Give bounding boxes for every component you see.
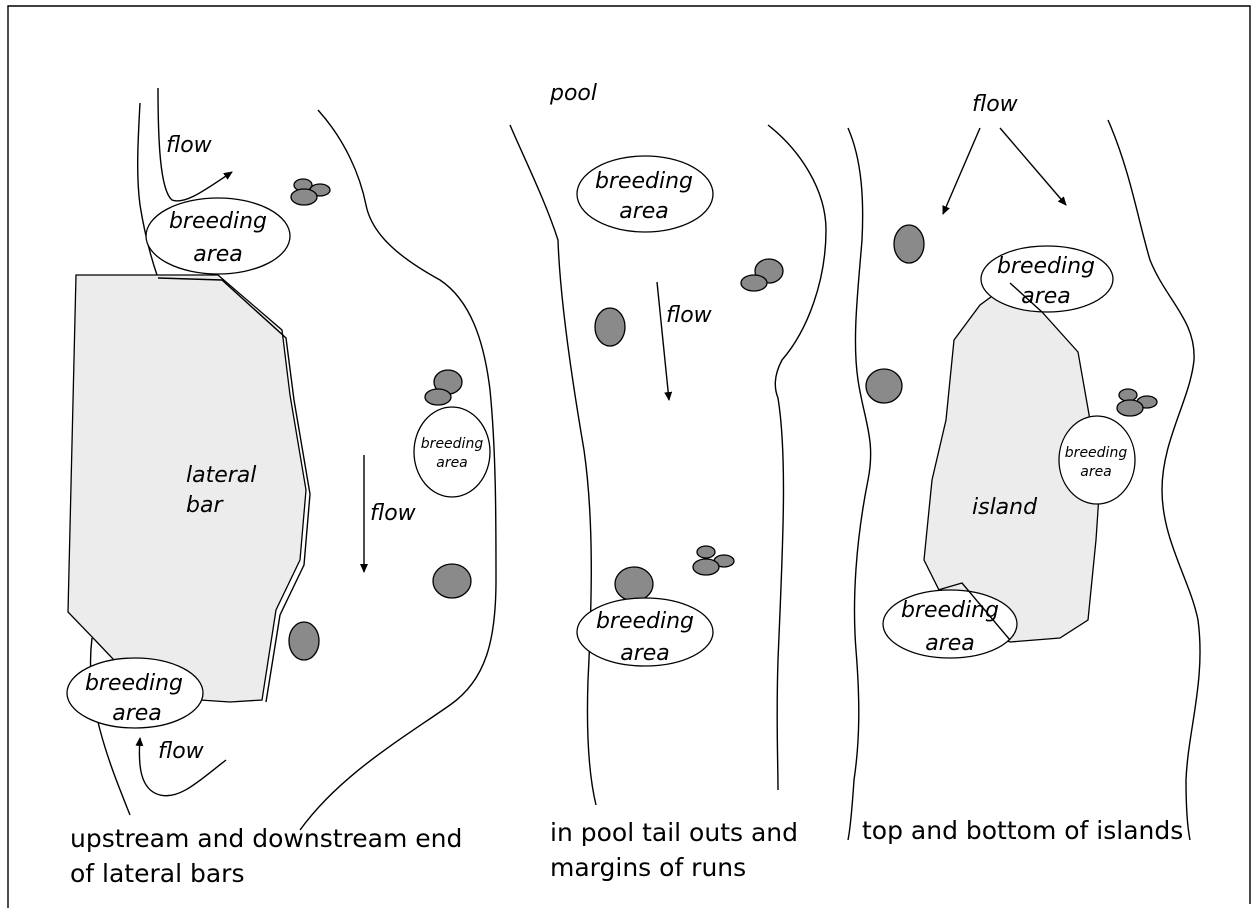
rock-icon (290, 188, 318, 206)
rock-icon (740, 274, 768, 292)
flow-label-right: flow (972, 92, 1019, 117)
breeding-area-ellipse (145, 197, 291, 275)
lateral-bar-label-line1: lateral (186, 463, 256, 488)
island-edge-line (937, 582, 1011, 641)
breeding-label-line1: breeding (421, 436, 484, 452)
caption-line1: top and bottom of islands (862, 816, 1183, 845)
panel-lateral-bars: flow breeding area lateral bar flow bree… (66, 87, 497, 888)
rock-icon (594, 307, 626, 347)
rock-icon (893, 224, 925, 264)
right-bank-line (1107, 119, 1201, 841)
breeding-label-line2: area (1021, 284, 1071, 309)
breeding-label-line2: area (1080, 464, 1112, 480)
island-edge-line (1009, 282, 1043, 313)
rock-icon (692, 558, 720, 576)
caption-line2: margins of runs (550, 853, 746, 882)
breeding-label-line1: breeding (596, 609, 694, 634)
breeding-label-line2: area (619, 199, 669, 224)
breeding-area-ellipse (980, 245, 1114, 313)
caption-line1: in pool tail outs and (550, 818, 798, 847)
figure-frame (7, 5, 1251, 908)
panel-pool-tail-outs: pool breeding area flow breeding area in… (509, 81, 827, 882)
rock-icon (1118, 388, 1138, 402)
breeding-label-line2: area (620, 641, 670, 666)
breeding-area-ellipse (882, 589, 1018, 659)
breeding-label-line2: area (436, 455, 468, 471)
panel-islands: flow island breeding area breeding area … (847, 92, 1201, 845)
flow-label-middle: flow (666, 303, 713, 328)
breeding-area-ellipse (413, 406, 491, 498)
rock-icon (614, 566, 654, 602)
flow-label-top: flow (166, 133, 213, 158)
flow-arrow-right-1 (942, 127, 981, 215)
lateral-bar-label-line2: bar (186, 493, 224, 518)
rock-icon (696, 545, 716, 559)
island-label: island (972, 495, 1038, 520)
rock-icon (1116, 399, 1144, 417)
breeding-label-line1: breeding (595, 169, 693, 194)
caption-line1: upstream and downstream end (70, 824, 462, 853)
breeding-area-ellipse (66, 657, 204, 729)
breeding-label-line2: area (925, 631, 975, 656)
flow-arrow-top-left (157, 87, 233, 202)
flow-arrow-middle (656, 281, 673, 401)
breeding-label-line1: breeding (1065, 445, 1128, 461)
island-shape (923, 282, 1101, 643)
left-bank-line (137, 102, 159, 279)
breeding-area-ellipse (1058, 415, 1136, 505)
flow-arrow-bottom-left (135, 737, 227, 797)
breeding-label-line2: area (112, 701, 162, 726)
flow-arrow-right-2 (999, 127, 1067, 206)
flow-label-mid: flow (370, 501, 417, 526)
breeding-label-line1: breeding (901, 598, 999, 623)
breeding-label-line1: breeding (169, 209, 267, 234)
right-bank-line (299, 109, 497, 831)
caption-line2: of lateral bars (70, 859, 244, 888)
pool-label: pool (549, 81, 597, 106)
left-bank-line (509, 124, 597, 806)
rock-icon (288, 621, 320, 661)
lateral-bar-shape (67, 274, 307, 703)
right-bank-line (767, 124, 827, 791)
breeding-area-ellipse (576, 155, 714, 233)
left-bank-line (847, 127, 872, 841)
breeding-label-line1: breeding (85, 671, 183, 696)
flow-label-bottom: flow (158, 739, 205, 764)
rock-icon (432, 563, 472, 599)
lateral-bar-outline-2 (157, 277, 311, 703)
breeding-area-ellipse (576, 597, 714, 667)
breeding-label-line1: breeding (997, 254, 1095, 279)
breeding-label-line2: area (193, 242, 243, 267)
rock-icon (865, 368, 903, 404)
rock-icon (424, 388, 452, 406)
